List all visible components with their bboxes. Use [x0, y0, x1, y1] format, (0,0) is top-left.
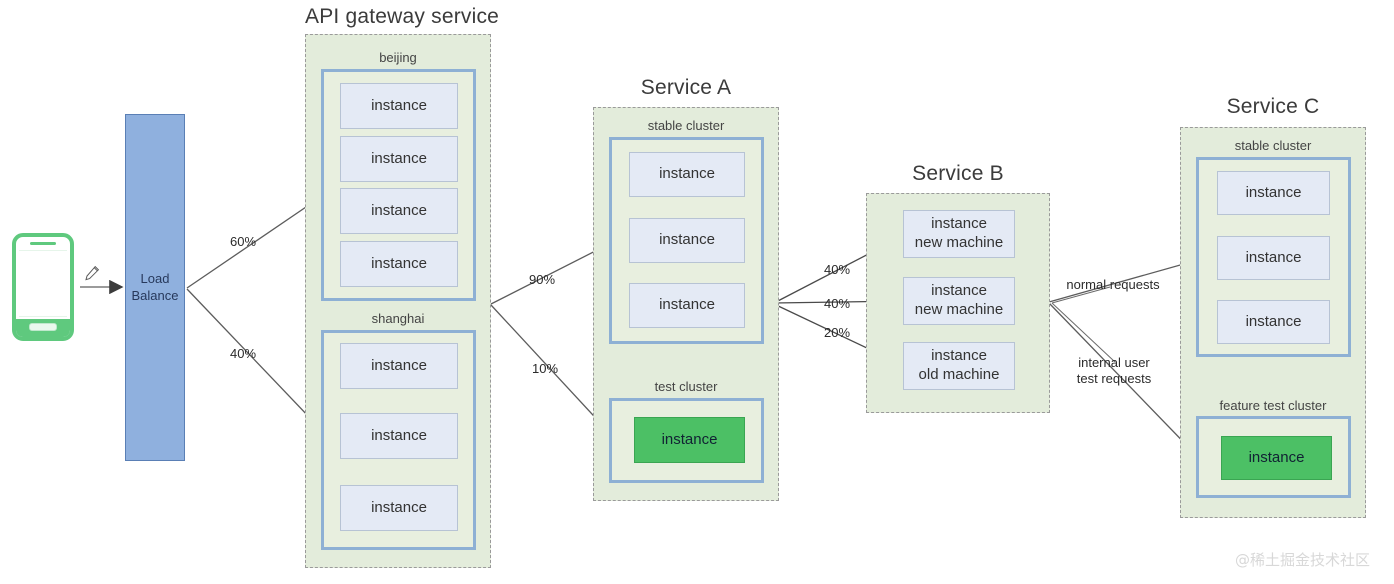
- edge-label-a-to-b-new2: 40%: [823, 296, 851, 311]
- instance-box[interactable]: instance: [629, 283, 745, 328]
- instance-box[interactable]: instance old machine: [903, 342, 1015, 390]
- instance-box[interactable]: instance: [340, 413, 458, 459]
- instance-box[interactable]: instance new machine: [903, 210, 1015, 258]
- instance-box[interactable]: instance: [340, 343, 458, 389]
- instance-label: instance: [1245, 248, 1302, 266]
- instance-label: instance: [371, 201, 427, 219]
- api-gateway-title: API gateway service: [305, 5, 500, 28]
- instance-box[interactable]: instance: [340, 136, 458, 182]
- service-b-title: Service B: [912, 162, 1004, 185]
- instance-label: instance: [371, 426, 427, 444]
- phone-home-button: [29, 323, 57, 331]
- edge-label-b-to-c-stable: normal requests: [1066, 277, 1160, 292]
- instance-label: instance: [1248, 448, 1305, 466]
- instance-label: instance: [661, 430, 718, 448]
- load-balancer-label-line1: Load: [140, 270, 170, 286]
- instance-label: instance: [1245, 312, 1302, 330]
- instance-label-line2: new machine: [914, 234, 1004, 251]
- edge-label-a-to-b-new1: 40%: [823, 262, 851, 277]
- edge-label-b-to-c-test: internal user test requests: [1062, 355, 1166, 388]
- edge-label-a-to-b-old: 20%: [823, 325, 851, 340]
- instance-label: instance: [371, 356, 427, 374]
- instance-box-highlighted[interactable]: instance: [634, 417, 745, 463]
- service-c-cluster-0-label: stable cluster: [1234, 138, 1312, 153]
- instance-label-line1: instance: [931, 282, 987, 300]
- instance-box[interactable]: instance: [340, 485, 458, 531]
- instance-box[interactable]: instance new machine: [903, 277, 1015, 325]
- instance-box[interactable]: instance: [629, 152, 745, 197]
- instance-label-line1: instance: [931, 215, 987, 233]
- instance-box[interactable]: instance: [340, 188, 458, 234]
- leader-internal-requests: [1051, 302, 1116, 363]
- instance-box[interactable]: instance: [1217, 300, 1330, 344]
- load-balancer-node[interactable]: Load Balance: [125, 114, 185, 461]
- api-gateway-cluster-1-label: shanghai: [371, 311, 425, 326]
- instance-box[interactable]: instance: [340, 83, 458, 129]
- service-a-cluster-0-label: stable cluster: [647, 118, 725, 133]
- instance-label-line2: new machine: [914, 301, 1004, 318]
- edge-label-gw-to-a-test: 10%: [531, 361, 559, 376]
- pencil-icon: [85, 265, 100, 281]
- service-c-title: Service C: [1226, 95, 1320, 118]
- instance-box-highlighted[interactable]: instance: [1221, 436, 1332, 480]
- edge-label-b-to-c-test-line1: internal user: [1078, 355, 1150, 370]
- phone-speaker: [30, 242, 56, 245]
- phone-screen: [19, 250, 67, 317]
- instance-box[interactable]: instance: [1217, 236, 1330, 280]
- instance-label: instance: [371, 498, 427, 516]
- instance-box[interactable]: instance: [340, 241, 458, 287]
- edge-label-b-to-c-test-line2: test requests: [1076, 371, 1152, 387]
- instance-label: instance: [371, 149, 427, 167]
- load-balancer-label-line2: Balance: [131, 287, 179, 303]
- watermark: @稀土掘金技术社区: [1235, 551, 1371, 569]
- instance-label: instance: [659, 231, 715, 249]
- instance-label: instance: [659, 296, 715, 314]
- edge-label-gw-to-a-stable: 90%: [528, 272, 556, 287]
- instance-label: instance: [371, 96, 427, 114]
- instance-label: instance: [371, 254, 427, 272]
- service-c-cluster-1-label: feature test cluster: [1219, 398, 1327, 413]
- edge-label-lb-to-beijing: 60%: [229, 234, 257, 249]
- service-a-cluster-1-label: test cluster: [654, 379, 718, 394]
- instance-label: instance: [1245, 183, 1302, 201]
- instance-box[interactable]: instance: [1217, 171, 1330, 215]
- instance-label-line2: old machine: [918, 366, 1000, 383]
- service-a-title: Service A: [640, 76, 732, 99]
- instance-label: instance: [659, 165, 715, 183]
- edge-label-lb-to-shanghai: 40%: [229, 346, 257, 361]
- instance-label-line1: instance: [931, 347, 987, 365]
- instance-box[interactable]: instance: [629, 218, 745, 263]
- api-gateway-cluster-0-label: beijing: [379, 50, 417, 65]
- mobile-phone-icon: [12, 233, 74, 341]
